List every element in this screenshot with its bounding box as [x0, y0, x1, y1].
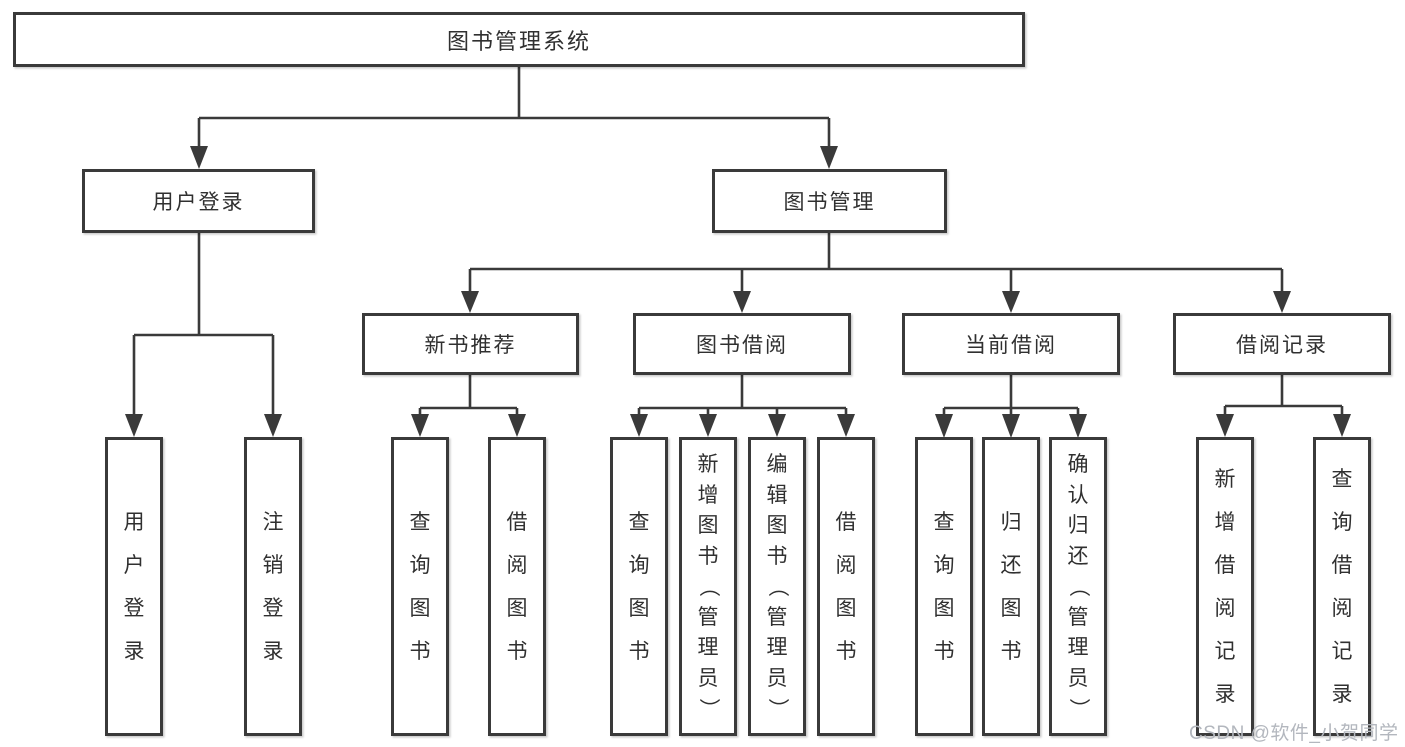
leaf-borrow-book-2: 借阅图书	[817, 437, 875, 736]
node-user-login-label: 用户登录	[152, 191, 245, 214]
leaf-confirm-return-admin-label: 确认归还（管理员）	[1066, 453, 1090, 719]
leaf-borrow-book-1: 借阅图书	[488, 437, 546, 736]
leaf-query-book-1-label: 查询图书	[409, 510, 431, 663]
node-borrow-records-label: 借阅记录	[1236, 334, 1328, 357]
leaf-borrow-book-1-label: 借阅图书	[506, 510, 528, 663]
leaf-borrow-book-2-label: 借阅图书	[835, 510, 857, 663]
node-root-label: 图书管理系统	[446, 28, 591, 54]
node-book-borrow-label: 图书借阅	[696, 334, 788, 357]
leaf-query-book-2-label: 查询图书	[628, 510, 650, 663]
leaf-add-book-admin: 新增图书（管理员）	[679, 437, 737, 736]
node-root: 图书管理系统	[13, 12, 1025, 67]
leaf-query-book-3: 查询图书	[915, 437, 973, 736]
leaf-logout-label: 注销登录	[262, 510, 284, 663]
node-current-borrow-label: 当前借阅	[965, 334, 1057, 357]
leaf-query-book-2: 查询图书	[610, 437, 668, 736]
node-new-book-recommend-label: 新书推荐	[424, 334, 517, 357]
leaf-confirm-return-admin: 确认归还（管理员）	[1049, 437, 1107, 736]
arrowheads	[125, 146, 1351, 438]
node-user-login: 用户登录	[82, 169, 315, 233]
node-current-borrow: 当前借阅	[902, 313, 1120, 375]
leaf-user-login-label: 用户登录	[123, 510, 145, 663]
node-new-book-recommend: 新书推荐	[362, 313, 579, 375]
leaf-user-login: 用户登录	[105, 437, 163, 736]
leaf-return-book-label: 归还图书	[1000, 510, 1022, 663]
watermark: CSDN @软件_小贺同学	[1189, 723, 1399, 744]
leaf-logout: 注销登录	[244, 437, 302, 736]
leaf-query-book-3-label: 查询图书	[933, 510, 955, 663]
leaf-edit-book-admin-label: 编辑图书（管理员）	[765, 453, 789, 719]
leaf-query-borrow-record: 查询借阅记录	[1313, 437, 1371, 736]
leaf-query-book-1: 查询图书	[391, 437, 449, 736]
node-book-borrow: 图书借阅	[633, 313, 851, 375]
leaf-add-borrow-record-label: 新增借阅记录	[1214, 467, 1236, 706]
node-book-management-label: 图书管理	[783, 191, 876, 214]
leaf-edit-book-admin: 编辑图书（管理员）	[748, 437, 806, 736]
node-borrow-records: 借阅记录	[1173, 313, 1391, 375]
node-book-management: 图书管理	[712, 169, 947, 233]
leaf-return-book: 归还图书	[982, 437, 1040, 736]
leaf-query-borrow-record-label: 查询借阅记录	[1331, 467, 1353, 706]
leaf-add-book-admin-label: 新增图书（管理员）	[696, 453, 720, 719]
leaf-add-borrow-record: 新增借阅记录	[1196, 437, 1254, 736]
